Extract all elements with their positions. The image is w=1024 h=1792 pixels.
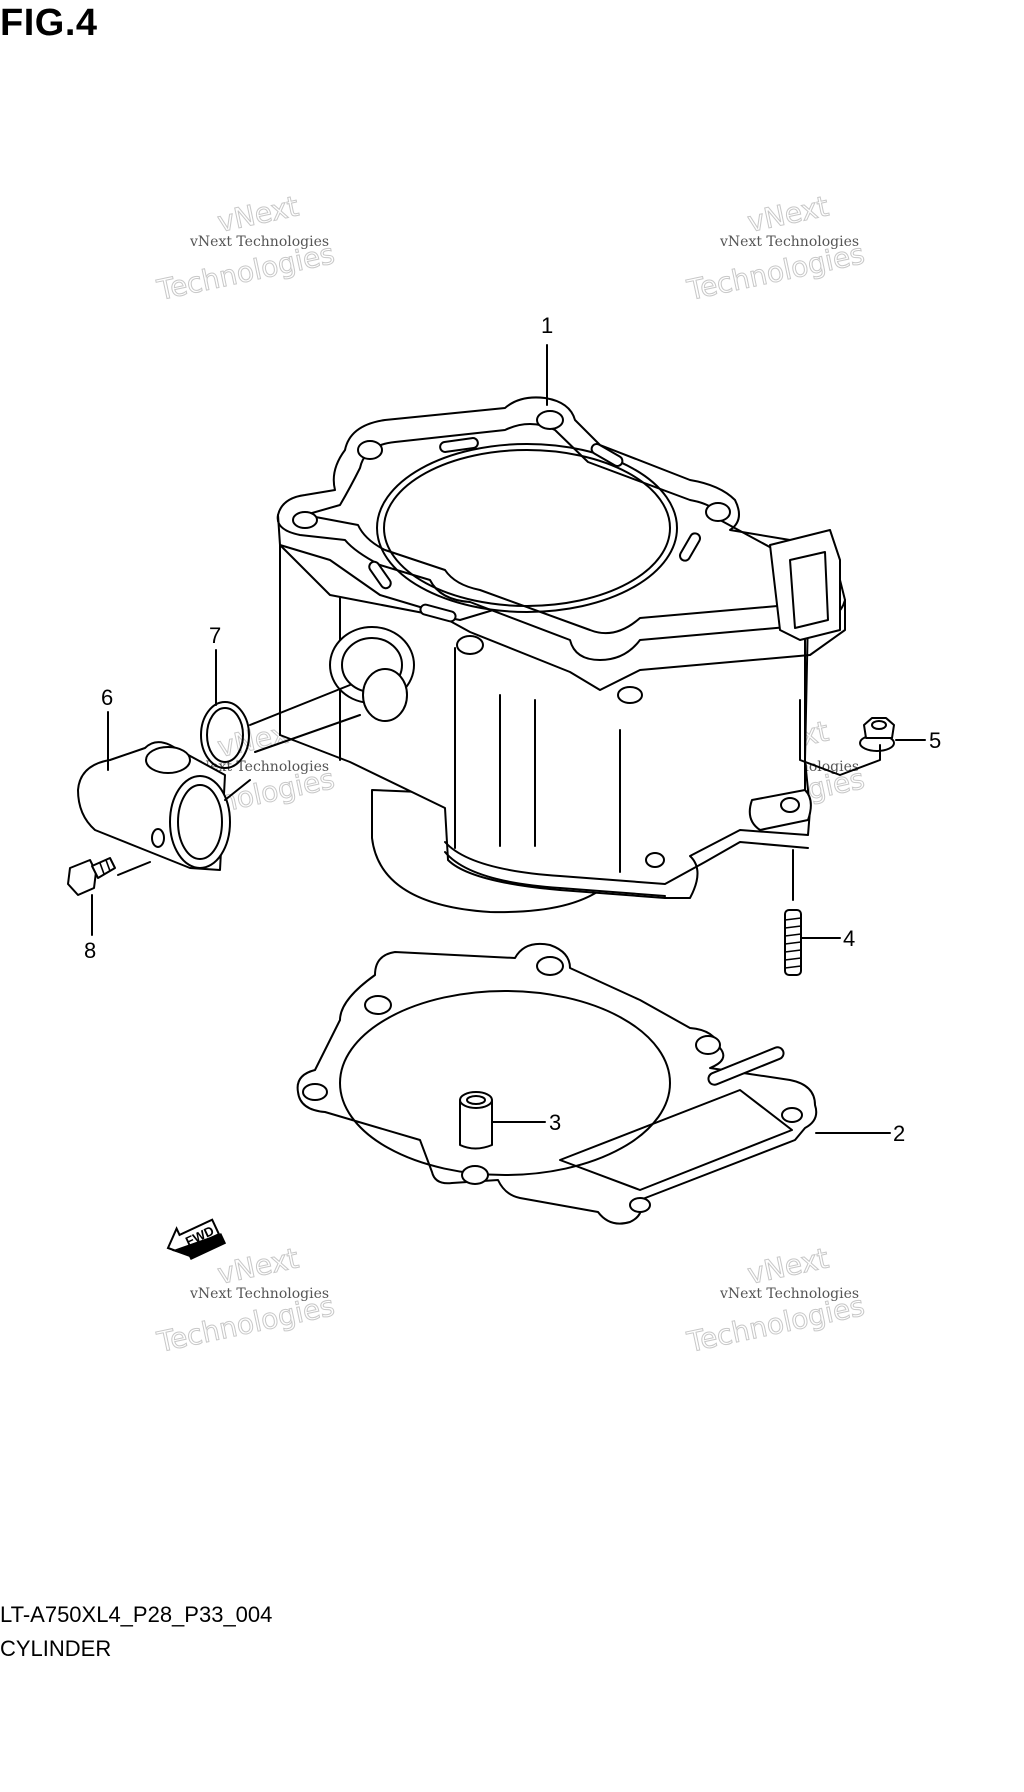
part-stud-bolt bbox=[784, 849, 802, 976]
watermark: vNext vNext Technologies Technologies bbox=[683, 1241, 868, 1359]
part-o-ring bbox=[200, 701, 250, 769]
leader-lines bbox=[91, 344, 926, 1134]
callout-2: 2 bbox=[893, 1121, 905, 1146]
svg-text:vNext Technologies: vNext Technologies bbox=[189, 759, 329, 775]
figure-title: FIG.4 bbox=[0, 2, 98, 44]
part-flange-nut bbox=[859, 717, 895, 752]
diagram-name: CYLINDER bbox=[0, 1636, 112, 1661]
part-dowel-pin bbox=[459, 1091, 493, 1150]
callout-4: 4 bbox=[843, 926, 855, 951]
callout-5: 5 bbox=[929, 728, 941, 753]
part-water-outlet-pipe bbox=[77, 741, 231, 871]
callout-8: 8 bbox=[84, 938, 96, 963]
svg-text:vNext Technologies: vNext Technologies bbox=[719, 234, 859, 250]
svg-text:vNext: vNext bbox=[745, 190, 832, 239]
part-cylinder bbox=[276, 396, 846, 914]
watermark: vNext vNext Technologies Technologies bbox=[153, 1241, 338, 1359]
svg-text:vNext: vNext bbox=[745, 1242, 832, 1291]
part-cylinder-gasket bbox=[296, 942, 818, 1225]
diagram-code: LT-A750XL4_P28_P33_004 bbox=[0, 1602, 273, 1627]
svg-text:vNext Technologies: vNext Technologies bbox=[189, 234, 329, 250]
watermark: vNext vNext Technologies Technologies bbox=[683, 189, 868, 307]
callout-3: 3 bbox=[549, 1110, 561, 1135]
svg-text:vNext Technologies: vNext Technologies bbox=[719, 1286, 859, 1302]
callout-1: 1 bbox=[541, 313, 553, 338]
watermark: vNext vNext Technologies Technologies bbox=[153, 189, 338, 307]
callout-7: 7 bbox=[209, 623, 221, 648]
fwd-arrow: FWD bbox=[166, 1218, 227, 1261]
svg-text:vNext: vNext bbox=[215, 1242, 302, 1291]
svg-text:vNext: vNext bbox=[215, 190, 302, 239]
callout-6: 6 bbox=[101, 685, 113, 710]
svg-text:vNext Technologies: vNext Technologies bbox=[189, 1286, 329, 1302]
part-bolt bbox=[67, 857, 116, 896]
